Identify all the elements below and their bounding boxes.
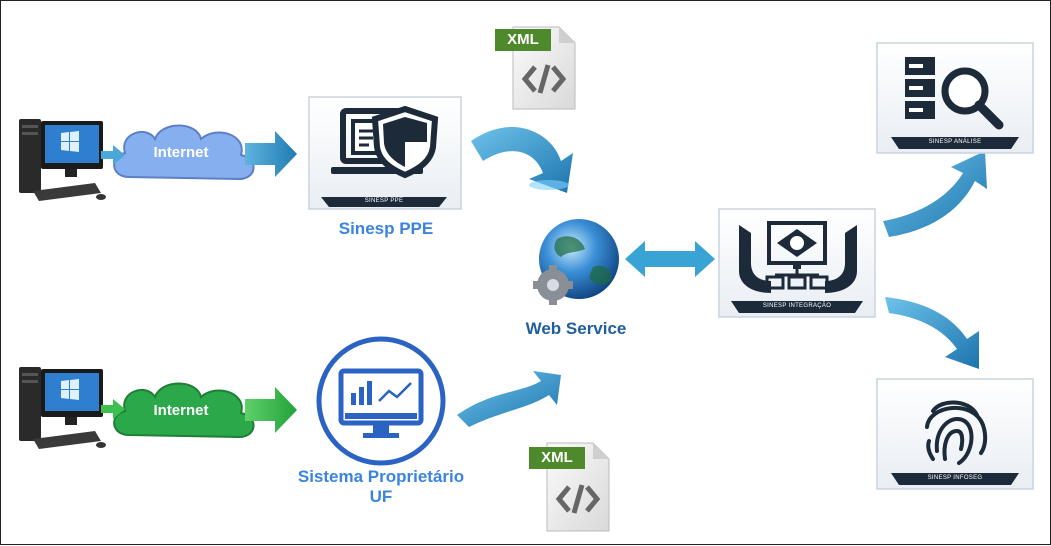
sinesp-analise-card [876, 42, 1034, 154]
proprietary-system-label-line1: Sistema Proprietário [297, 467, 465, 486]
internet-label-top: Internet [153, 144, 209, 161]
sinesp-ppe-card [308, 96, 462, 210]
sinesp-analise-caption: SINESP ANÁLISE [928, 139, 982, 145]
double-arrow-webservice-integration [625, 241, 715, 277]
sinesp-ppe-label: Sinesp PPE [338, 219, 434, 238]
sinesp-integracao-card [718, 208, 876, 318]
xml-tag-bottom: XML [541, 449, 573, 466]
arrow-cloud-to-ppe [245, 131, 297, 177]
proprietary-system-label-line2: UF [369, 487, 393, 506]
arrow-proprietary-to-webservice [457, 371, 561, 427]
sinesp-infoseg-card [876, 378, 1034, 490]
xml-document-icon-top [495, 26, 576, 110]
arrow-computer-to-cloud-top [101, 145, 125, 165]
internet-label-bottom: Internet [153, 402, 209, 419]
arrow-computer-to-cloud-bottom [101, 399, 125, 419]
arrow-cloud-to-proprietary [245, 387, 297, 433]
arrow-integration-to-infoseg [885, 297, 979, 369]
sinesp-ppe-card-caption: SINESP PPE [364, 198, 404, 204]
computer-icon-bottom [19, 367, 106, 449]
web-service-globe-icon [533, 219, 619, 305]
web-service-label: Web Service [525, 319, 627, 338]
arrow-ppe-to-webservice [471, 127, 573, 193]
sinesp-infoseg-caption: SINESP INFOSEG [927, 475, 983, 481]
xml-document-icon-bottom [529, 442, 610, 532]
proprietary-system-icon [316, 336, 446, 466]
arrow-integration-to-analise [883, 151, 987, 237]
sinesp-integracao-caption: SINESP INTEGRAÇÃO [762, 303, 832, 309]
computer-icon-top [19, 119, 106, 201]
xml-tag-top: XML [507, 31, 539, 48]
